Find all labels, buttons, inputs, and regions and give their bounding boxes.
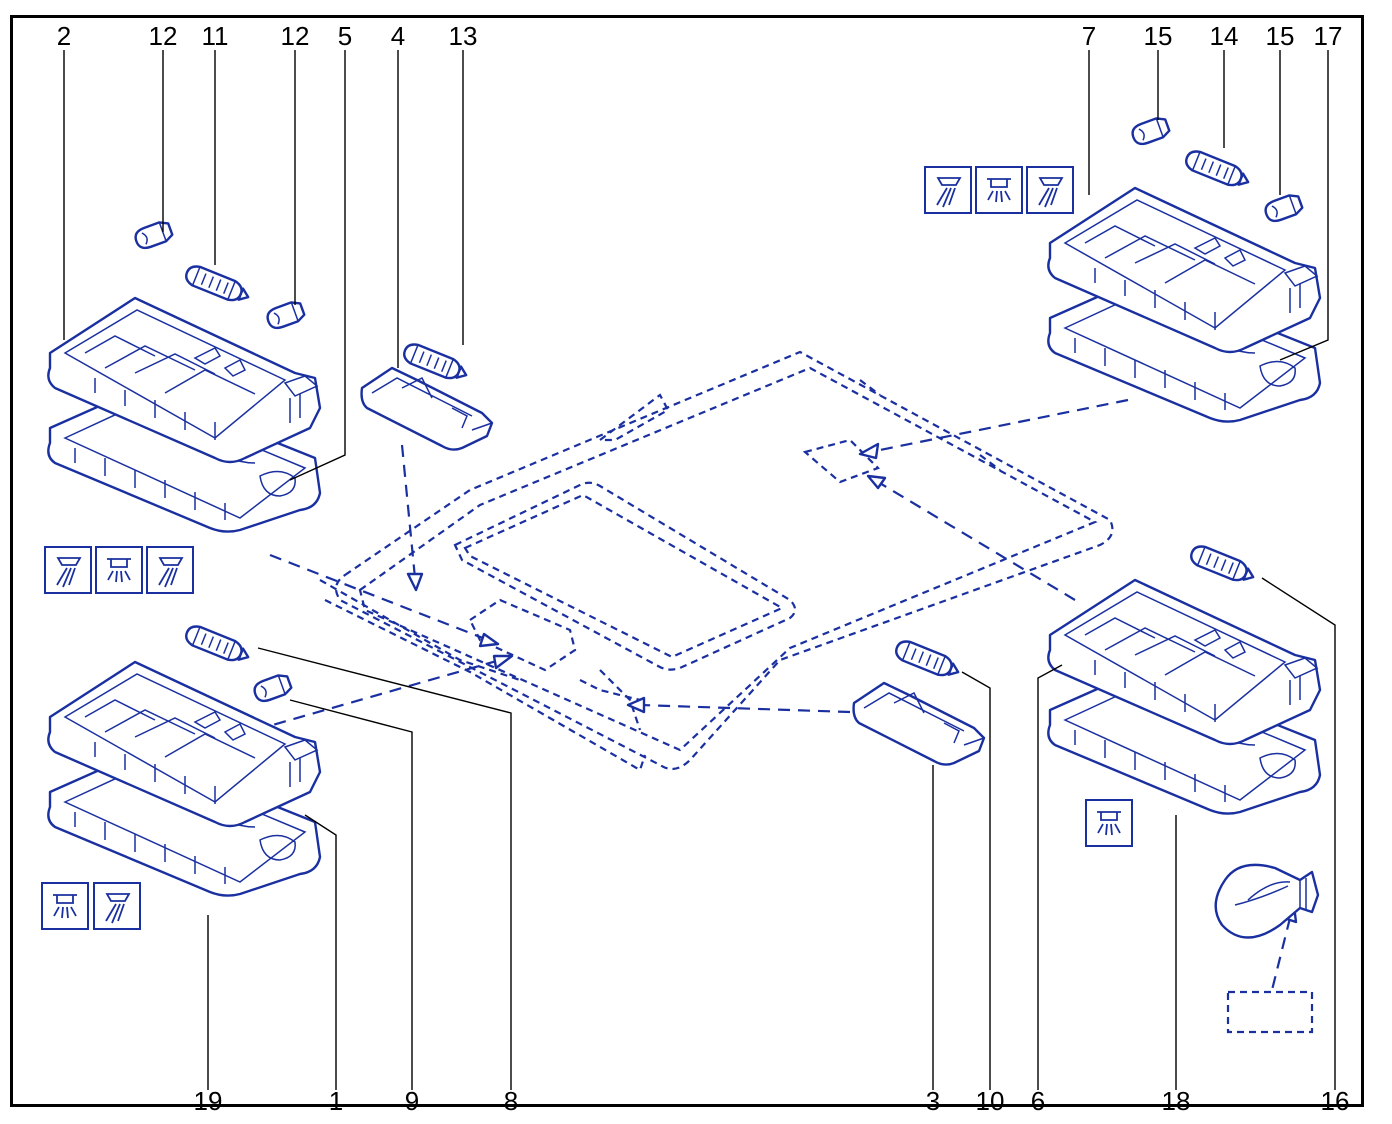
callout-15: 15 [1144,21,1173,51]
dome-light-icon [1085,799,1133,847]
callout-labels: 2 12 11 12 5 4 13 7 15 14 15 17 19 1 9 8… [57,21,1350,1116]
callout-6: 6 [1031,1086,1045,1116]
reading-light-4 [360,366,494,451]
icon-group-rear-right [1085,799,1133,847]
callout-9: 9 [405,1086,419,1116]
callout-13: 13 [449,21,478,51]
bayonet-bulb [1214,863,1320,939]
callout-3: 3 [926,1086,940,1116]
callout-19: 19 [194,1086,223,1116]
dome-light-icon [975,166,1023,214]
callout-7: 7 [1082,21,1096,51]
wedge-bulb-15b [1261,191,1305,225]
callout-16: 16 [1321,1086,1350,1116]
callout-14: 14 [1210,21,1239,51]
spot-light-icon [93,882,141,930]
festoon-bulb-10 [892,636,964,683]
callout-2: 2 [57,21,71,51]
festoon-bulb-11 [182,261,254,308]
spot-light-icon [44,546,92,594]
wedge-bulb-15a [1128,114,1172,148]
callout-8: 8 [504,1086,518,1116]
dome-light-icon [41,882,89,930]
callout-11: 11 [202,21,229,51]
leader-lines [63,50,1336,1090]
spot-light-icon [146,546,194,594]
roof-panel-outline [319,350,1114,772]
icon-group-front-right [924,166,1074,214]
callout-12: 12 [281,21,310,51]
festoon-bulb-16 [1187,541,1259,588]
callout-17: 17 [1314,21,1343,51]
wedge-bulb-9 [250,671,294,705]
callout-10: 10 [976,1086,1005,1116]
spot-light-icon [924,166,972,214]
callout-18: 18 [1162,1086,1191,1116]
spot-light-icon [1026,166,1074,214]
festoon-bulb-14 [1182,146,1254,193]
callout-4: 4 [391,21,405,51]
reading-light-3 [852,681,986,766]
callout-12: 12 [149,21,178,51]
interior-lamp-front-right [1047,186,1322,423]
dome-light-icon [95,546,143,594]
wedge-bulb-12a [131,218,175,252]
festoon-bulb-8 [182,621,254,668]
callout-5: 5 [338,21,352,51]
interior-lamp-front-left [47,296,322,533]
interior-lamp-rear-right [1047,578,1322,815]
icon-group-rear-left [41,882,141,930]
wedge-bulb-12b [263,298,307,332]
icon-group-front-left [44,546,194,594]
bulb-socket-location [1226,990,1314,1034]
callout-1: 1 [329,1086,343,1116]
callout-15: 15 [1266,21,1295,51]
diagram-frame [10,15,1364,1107]
